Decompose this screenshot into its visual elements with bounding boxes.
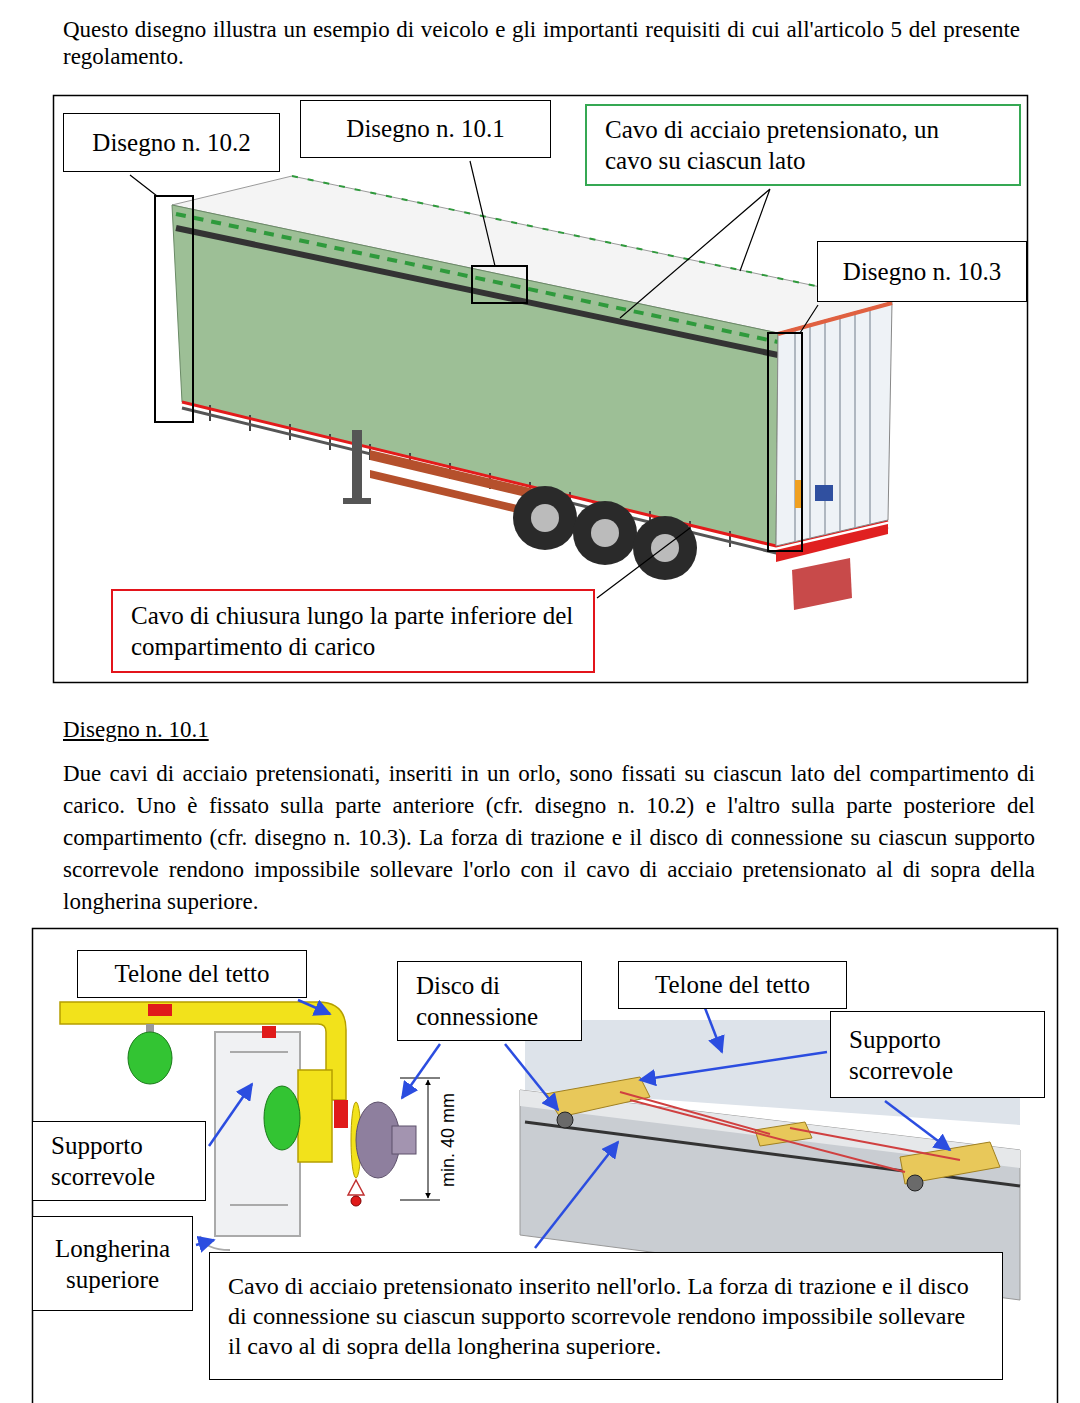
pointer-arrow bbox=[209, 1084, 252, 1146]
rail-profile bbox=[200, 1052, 288, 1250]
callout-text: Disco di connessione bbox=[416, 970, 563, 1032]
slider-plate bbox=[298, 1070, 332, 1162]
detail-frame bbox=[155, 196, 193, 422]
steel-cable bbox=[176, 214, 778, 342]
cable-hanger bbox=[348, 1180, 364, 1195]
roller bbox=[264, 1086, 300, 1150]
leader-lines bbox=[130, 161, 818, 598]
callout-text: Supporto scorrevole bbox=[51, 1130, 187, 1192]
callout-text: Disegno n. 10.1 bbox=[346, 114, 504, 144]
dimension-ticks bbox=[400, 1078, 440, 1200]
pointer-arrow bbox=[535, 1142, 618, 1248]
callout-text: Cavo di acciaio pretensionato, un cavo s… bbox=[605, 114, 975, 176]
callout-text: Disegno n. 10.3 bbox=[843, 257, 1001, 287]
callout-text: Supporto scorrevole bbox=[849, 1024, 1026, 1086]
rear-header bbox=[778, 303, 892, 334]
section-heading: Disegno n. 10.1 bbox=[63, 716, 209, 744]
door-ribs bbox=[795, 309, 870, 542]
hub bbox=[531, 504, 559, 532]
wheel bbox=[633, 516, 697, 580]
axle bbox=[146, 1024, 154, 1032]
bolt bbox=[334, 1100, 348, 1128]
plate-sign bbox=[815, 485, 833, 501]
disc bbox=[907, 1175, 923, 1191]
pointer-arrow bbox=[505, 1044, 558, 1110]
callout-box: Cavo di chiusura lungo la parte inferior… bbox=[111, 589, 595, 673]
dimension-line bbox=[428, 1080, 429, 1198]
callout-box: Telone del tetto bbox=[77, 950, 307, 998]
landing-gear bbox=[352, 430, 362, 500]
bolt bbox=[262, 1026, 276, 1038]
callout-text: Cavo di acciaio pretensionato inserito n… bbox=[228, 1271, 984, 1361]
wheel bbox=[573, 501, 637, 565]
disc-knob bbox=[392, 1126, 416, 1154]
figure-frame bbox=[33, 929, 1058, 1403]
landing-foot bbox=[343, 498, 371, 504]
pointer-arrow bbox=[402, 1044, 440, 1098]
callout-text: Telone del tetto bbox=[114, 959, 269, 989]
pointer-arrow bbox=[885, 1101, 950, 1150]
roller bbox=[128, 1032, 172, 1084]
callout-text: Disegno n. 10.2 bbox=[92, 128, 250, 158]
pointer-arrow bbox=[298, 1000, 330, 1014]
top-rail bbox=[176, 228, 778, 355]
detail-frame bbox=[768, 333, 802, 551]
hub bbox=[591, 519, 619, 547]
rear-doors bbox=[776, 302, 892, 546]
body-paragraph: Due cavi di acciaio pretensionati, inser… bbox=[63, 758, 1035, 918]
hub bbox=[651, 534, 679, 562]
callout-box: Supporto scorrevole bbox=[32, 1121, 206, 1201]
callout-box: Telone del tetto bbox=[618, 961, 847, 1009]
callout-text: Longherina superiore bbox=[45, 1233, 180, 1295]
bumper bbox=[776, 524, 888, 562]
callout-box: Longherina superiore bbox=[32, 1216, 193, 1311]
side-curtain bbox=[172, 205, 778, 546]
disc bbox=[557, 1112, 573, 1128]
rail-groove bbox=[525, 1122, 1020, 1186]
callout-text: Telone del tetto bbox=[655, 970, 810, 1000]
pointer-arrow bbox=[705, 1008, 722, 1052]
callout-box: Disegno n. 10.3 bbox=[817, 241, 1027, 302]
callout-box: Disegno n. 10.2 bbox=[63, 113, 280, 172]
cable-section bbox=[351, 1196, 361, 1206]
callout-box: Cavo di acciaio pretensionato, un cavo s… bbox=[585, 104, 1021, 186]
mudflap bbox=[792, 558, 852, 610]
pointer-arrow bbox=[640, 1052, 827, 1080]
wheel bbox=[513, 486, 577, 550]
tension-cable bbox=[620, 1092, 960, 1172]
callout-box: Cavo di acciaio pretensionato inserito n… bbox=[209, 1252, 1003, 1380]
callout-box: Disco di connessione bbox=[397, 961, 582, 1041]
trailer-drawing bbox=[172, 176, 892, 610]
callout-box: Disegno n. 10.1 bbox=[300, 100, 551, 158]
figure-frame bbox=[54, 96, 1028, 683]
dimension-label: min. 40 mm bbox=[438, 1093, 458, 1187]
intro-paragraph: Questo disegno illustra un esempio di ve… bbox=[63, 16, 1020, 70]
pointer-arrow bbox=[196, 1240, 214, 1245]
callout-text: Cavo di chiusura lungo la parte inferior… bbox=[131, 600, 575, 662]
detail-frame bbox=[472, 266, 527, 303]
bolt bbox=[148, 1004, 172, 1016]
callout-box: Supporto scorrevole bbox=[830, 1011, 1045, 1098]
